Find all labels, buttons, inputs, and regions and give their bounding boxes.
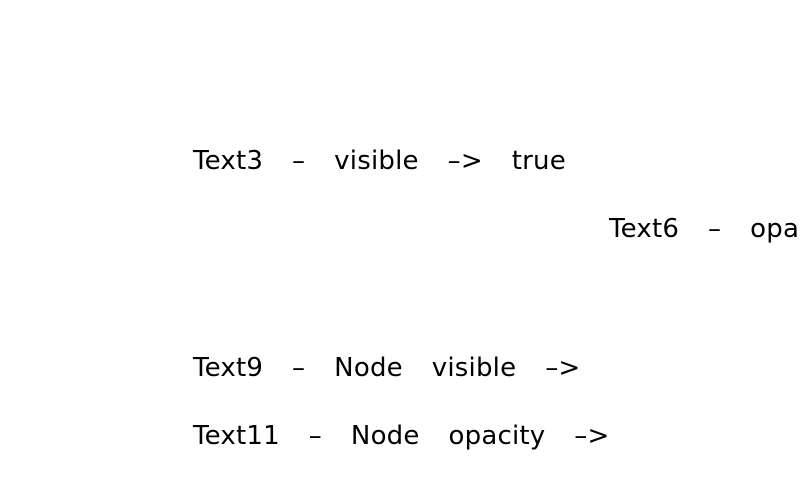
property-log-line-text10: Text10 – Nod	[609, 383, 800, 391]
property-log-line-text6: Text6 – opac	[609, 214, 800, 244]
overlay-block-text10: Text10 – Nod	[609, 345, 800, 391]
property-log-line-text9: Text9 – Node visible –> tru	[193, 353, 648, 383]
overlay-block-text12: Text12 – Nod	[609, 413, 800, 459]
property-log-line-text3: Text3 – visible –> true	[193, 146, 566, 176]
property-log-line-text11: Text11 – Node opacity –> 0	[193, 421, 656, 451]
property-log-line-text12: Text12 – Nod	[609, 451, 800, 459]
